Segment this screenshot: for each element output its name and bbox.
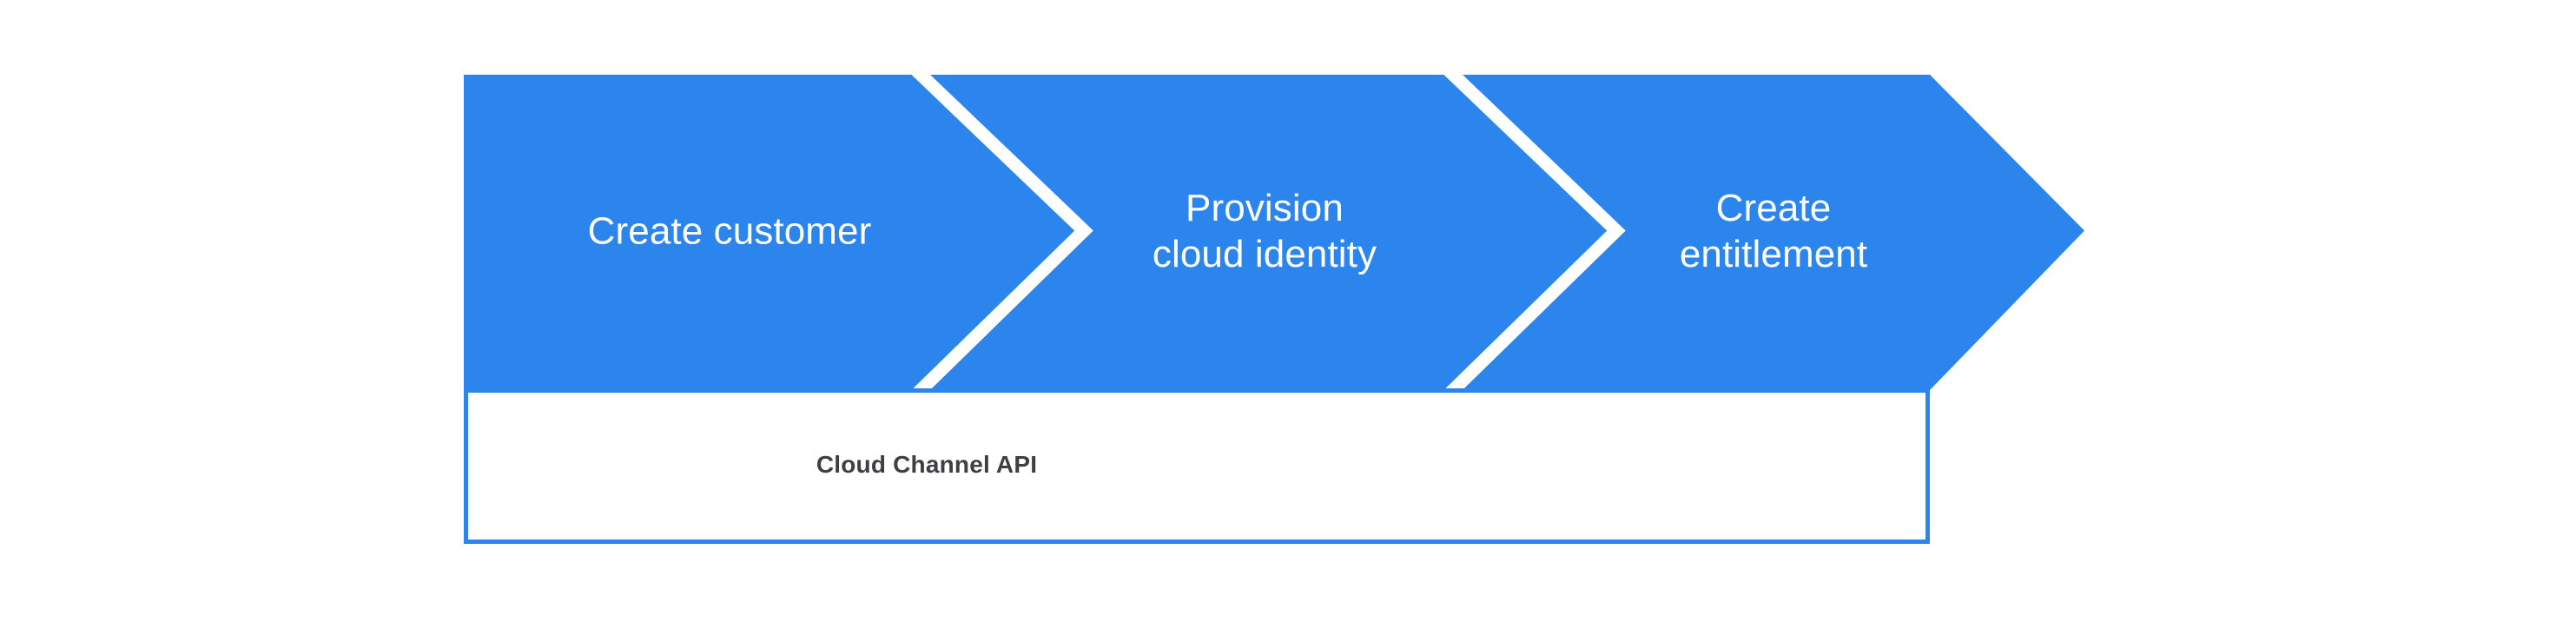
chevron-separator-2: [1443, 65, 1626, 400]
cloud-channel-api-box: Cloud Channel API: [464, 388, 1930, 544]
arrow-band-shape: [464, 75, 2084, 390]
cloud-channel-api-label: Cloud Channel API: [816, 450, 1038, 478]
chevron-separator-1: [911, 65, 1093, 400]
